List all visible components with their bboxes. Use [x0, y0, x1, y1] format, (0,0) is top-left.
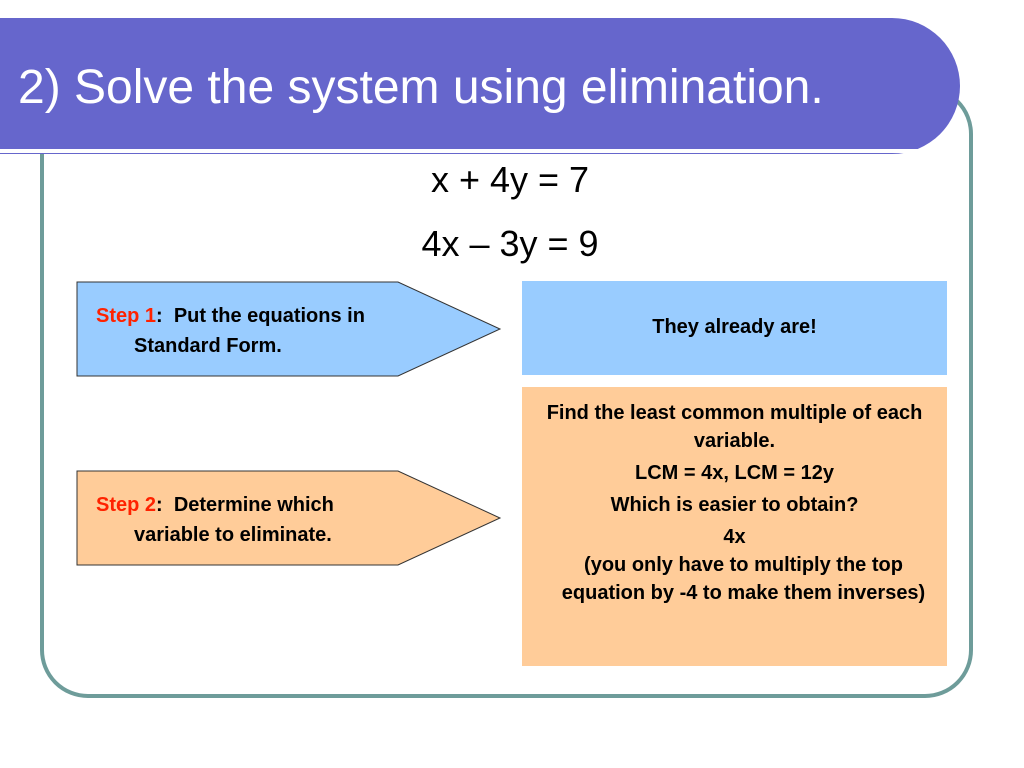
- step-1-description-line1: Put the equations in: [173, 305, 365, 327]
- step-2-description-line1: Determine which: [173, 494, 334, 516]
- title-bar: 2) Solve the system using elimination.: [0, 18, 960, 154]
- equation-2: 4x – 3y = 9: [421, 223, 599, 264]
- answer-step-1: They already are!: [522, 281, 947, 375]
- answer-2-lcm-instruction: Find the least common multiple of each v…: [546, 402, 923, 452]
- step-1-arrow-shape: [76, 281, 502, 377]
- step-2-text: Step 2: Determine which variable to elim…: [96, 490, 456, 550]
- title-underline: [0, 149, 936, 153]
- answer-2-question: Which is easier to obtain?: [610, 494, 859, 516]
- step-2-description-line2: variable to eliminate.: [134, 524, 332, 546]
- equation-1: x + 4y = 7: [430, 159, 590, 200]
- step-1-arrow: Step 1: Put the equations in Standard Fo…: [76, 281, 502, 377]
- answer-2-choice: 4x: [723, 526, 746, 548]
- answer-2-lcm-values: LCM = 4x, LCM = 12y: [635, 462, 834, 484]
- step-2-arrow-shape: [76, 470, 502, 566]
- step-2-separator: :: [156, 494, 163, 516]
- step-2-arrow: Step 2: Determine which variable to elim…: [76, 470, 502, 566]
- step-1-separator: :: [156, 305, 163, 327]
- slide-title: 2) Solve the system using elimination.: [18, 61, 824, 114]
- step-1-text: Step 1: Put the equations in Standard Fo…: [96, 301, 456, 361]
- step-2-label: Step 2: [96, 494, 157, 516]
- step-1-label: Step 1: [96, 305, 157, 327]
- step-1-description-line2: Standard Form.: [134, 335, 282, 357]
- answer-step-2: Find the least common multiple of each v…: [522, 387, 947, 666]
- answer-2-explanation: (you only have to multiply the top equat…: [561, 554, 926, 604]
